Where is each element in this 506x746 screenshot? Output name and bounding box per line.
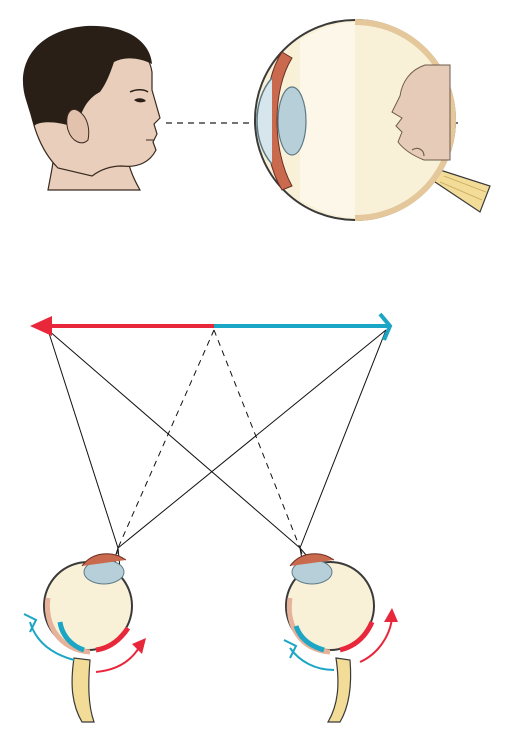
cornea [256, 77, 273, 165]
right-eye [285, 553, 375, 723]
retinal-image-ear [411, 147, 425, 157]
vitreous-highlight [300, 22, 355, 218]
right-iris [289, 553, 335, 567]
left-retina-cyan-image [57, 621, 85, 653]
retinal-image [391, 64, 451, 161]
left-optic-nerve [71, 657, 95, 723]
ray-right-end-to-right-eye [299, 329, 387, 549]
head-profile [22, 25, 161, 191]
ray-midpoint-to-left-eye [117, 329, 215, 549]
right-retina-red-image [339, 620, 375, 653]
lens [277, 86, 307, 156]
ray-left-end-to-left-eye [47, 329, 119, 549]
eye-cross-section [254, 19, 491, 221]
left-iris [81, 553, 127, 567]
optic-nerve-fibers [439, 175, 487, 201]
object-tail-icon [378, 312, 393, 341]
eyebrow [129, 89, 149, 93]
right-optic-nerve [326, 657, 352, 723]
right-retina-cyan-image [293, 625, 325, 653]
left-retina-red-image [95, 626, 131, 653]
right-red-arc [359, 617, 393, 663]
left-red-arrowhead-icon [132, 638, 146, 654]
right-red-arrowhead-icon [384, 608, 398, 622]
ray-left-end-to-right-eye [47, 329, 301, 549]
ray-midpoint-to-right-eye [213, 329, 301, 549]
object-arrowhead-icon [30, 316, 52, 336]
left-cyan-tail-icon [23, 613, 38, 633]
head-eye [134, 98, 146, 103]
retina-rim [354, 19, 457, 221]
left-eye [43, 553, 133, 723]
hair [22, 25, 153, 127]
ear [66, 108, 90, 144]
ray-right-end-to-left-eye [117, 329, 387, 549]
right-cyan-tail-icon [283, 639, 298, 659]
